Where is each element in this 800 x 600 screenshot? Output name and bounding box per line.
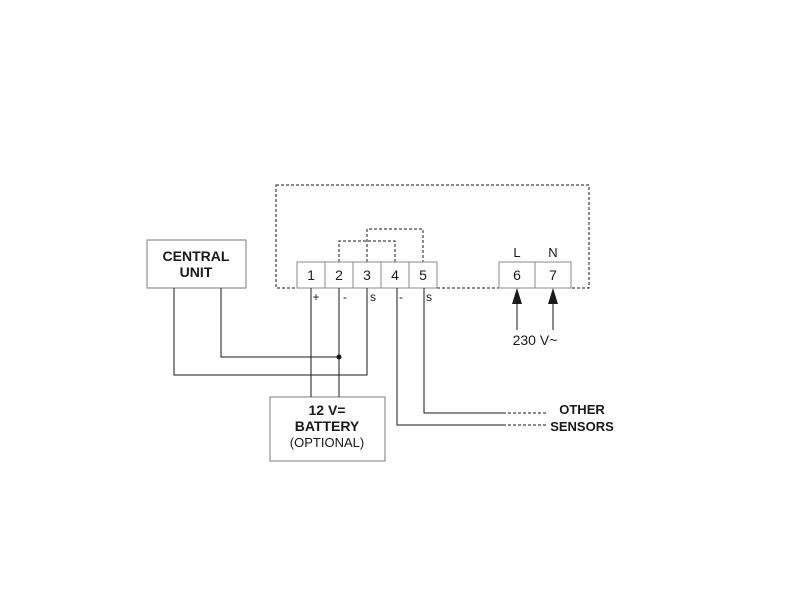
terminal-2-number: 2 (335, 267, 343, 283)
wire-terminal-4-to-sensors (396, 288, 503, 426)
terminal-3-number: 3 (363, 267, 371, 283)
other-sensors-label-line2: SENSORS (550, 419, 614, 434)
internal-link-3-5 (366, 228, 424, 262)
mains-arrow-L-icon (512, 288, 522, 304)
battery-optional: (OPTIONAL) (290, 435, 364, 450)
terminal-5-sign: s (426, 290, 432, 304)
wire-junction (336, 354, 342, 360)
battery-box (269, 396, 386, 462)
terminal-3-sign: s (370, 290, 376, 304)
terminal-6-number: 6 (513, 267, 521, 283)
terminal-7-number: 7 (549, 267, 557, 283)
terminal-4-number: 4 (391, 267, 399, 283)
wire-central-unit-to-terminal-2 (220, 288, 339, 358)
terminal-1-number: 1 (307, 267, 315, 283)
terminal-5 (408, 261, 438, 289)
terminal-2-sign: - (343, 290, 347, 304)
wire-central-unit-to-terminal-3 (173, 288, 368, 376)
battery-voltage: 12 V= (309, 402, 346, 418)
terminal-block-low-voltage: 1 2 3 4 5 (296, 261, 438, 289)
central-unit-box (146, 239, 247, 289)
mains-voltage-label: 230 V~ (513, 332, 558, 348)
internal-link-2-4 (338, 240, 396, 262)
mains-arrow-N-icon (548, 288, 558, 304)
central-unit-label-line2: UNIT (180, 264, 213, 280)
terminal-block-mains: 6 7 L N (498, 245, 572, 289)
terminal-5-number: 5 (419, 267, 427, 283)
terminal-6 (498, 261, 536, 289)
battery: 12 V= BATTERY (OPTIONAL) (269, 396, 386, 462)
central-unit-label-line1: CENTRAL (163, 248, 230, 264)
terminal-7-label: N (548, 245, 557, 260)
terminal-1-sign: + (312, 290, 319, 304)
terminal-3 (352, 261, 382, 289)
wire-terminal-5-to-sensors (423, 288, 503, 414)
terminal-6-label: L (513, 245, 520, 260)
terminal-7 (534, 261, 572, 289)
terminal-4 (380, 261, 410, 289)
terminal-4-sign: - (399, 290, 403, 304)
battery-label: BATTERY (295, 418, 360, 434)
central-unit: CENTRAL UNIT (146, 239, 247, 289)
other-sensors-label-line1: OTHER (559, 402, 605, 417)
